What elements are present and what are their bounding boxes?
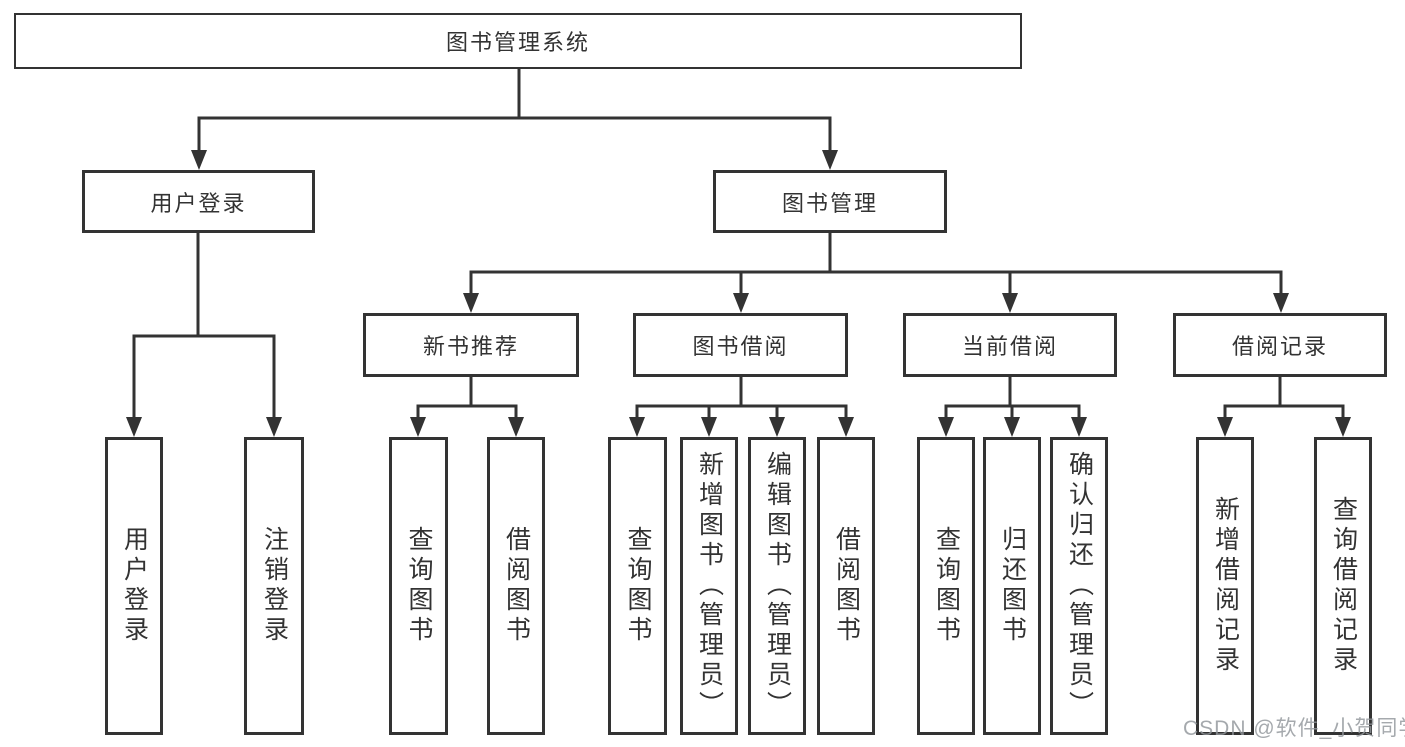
leaf-label: 查询图书 [624, 526, 652, 646]
node-current-borrow: 当前借阅 [903, 313, 1117, 377]
node-label: 图书管理系统 [445, 30, 590, 55]
leaf-query-books-recommend: 查询图书 [389, 437, 448, 735]
node-label: 新书推荐 [422, 334, 519, 359]
leaf-query-books-current: 查询图书 [917, 437, 975, 735]
node-root-system: 图书管理系统 [14, 13, 1022, 69]
edges-new-book [410, 375, 524, 437]
node-label: 当前借阅 [961, 334, 1058, 359]
edges-book-borrow [629, 375, 854, 437]
leaf-borrow-books-recommend: 借阅图书 [487, 437, 545, 735]
leaf-label: 借阅图书 [502, 526, 531, 646]
edges-borrow-record [1217, 375, 1351, 437]
edges-root-to-level1 [191, 67, 838, 170]
node-label: 借阅记录 [1231, 334, 1328, 359]
leaf-query-borrow-record: 查询借阅记录 [1314, 437, 1372, 735]
node-book-management: 图书管理 [713, 170, 947, 233]
node-book-borrow: 图书借阅 [633, 313, 848, 377]
leaf-label: 注销登录 [260, 526, 289, 646]
leaf-user-login: 用户登录 [105, 437, 163, 735]
node-new-book-recommend: 新书推荐 [363, 313, 579, 377]
leaf-label: 确认归还（管理员） [1065, 451, 1094, 721]
node-user-login: 用户登录 [82, 170, 315, 233]
node-label: 图书借阅 [692, 334, 789, 359]
edges-current-borrow [938, 375, 1087, 437]
leaf-add-borrow-record: 新增借阅记录 [1196, 437, 1254, 735]
leaf-label: 查询借阅记录 [1329, 496, 1358, 676]
node-label: 用户登录 [150, 190, 247, 216]
leaf-return-books: 归还图书 [983, 437, 1041, 735]
leaf-logout: 注销登录 [244, 437, 304, 735]
leaf-edit-books-admin: 编辑图书（管理员） [748, 437, 806, 735]
edges-book-management [463, 231, 1289, 313]
leaf-label: 归还图书 [998, 526, 1027, 646]
node-label: 图书管理 [781, 190, 878, 216]
leaf-add-books-admin: 新增图书（管理员） [680, 437, 738, 735]
leaf-borrow-books: 借阅图书 [817, 437, 875, 735]
leaf-query-books-borrow: 查询图书 [608, 437, 667, 735]
leaf-label: 新增图书（管理员） [695, 451, 724, 721]
csdn-watermark: CSDN @软件_小贺同学 [1183, 717, 1405, 740]
leaf-label: 新增借阅记录 [1211, 496, 1240, 676]
leaf-label: 用户登录 [120, 526, 149, 646]
leaf-label: 借阅图书 [832, 526, 861, 646]
edges-user-login [126, 231, 282, 437]
leaf-label: 编辑图书（管理员） [763, 451, 792, 721]
leaf-label: 查询图书 [932, 526, 961, 646]
node-borrow-record: 借阅记录 [1173, 313, 1387, 377]
leaf-label: 查询图书 [405, 526, 433, 646]
leaf-confirm-return-admin: 确认归还（管理员） [1050, 437, 1108, 735]
